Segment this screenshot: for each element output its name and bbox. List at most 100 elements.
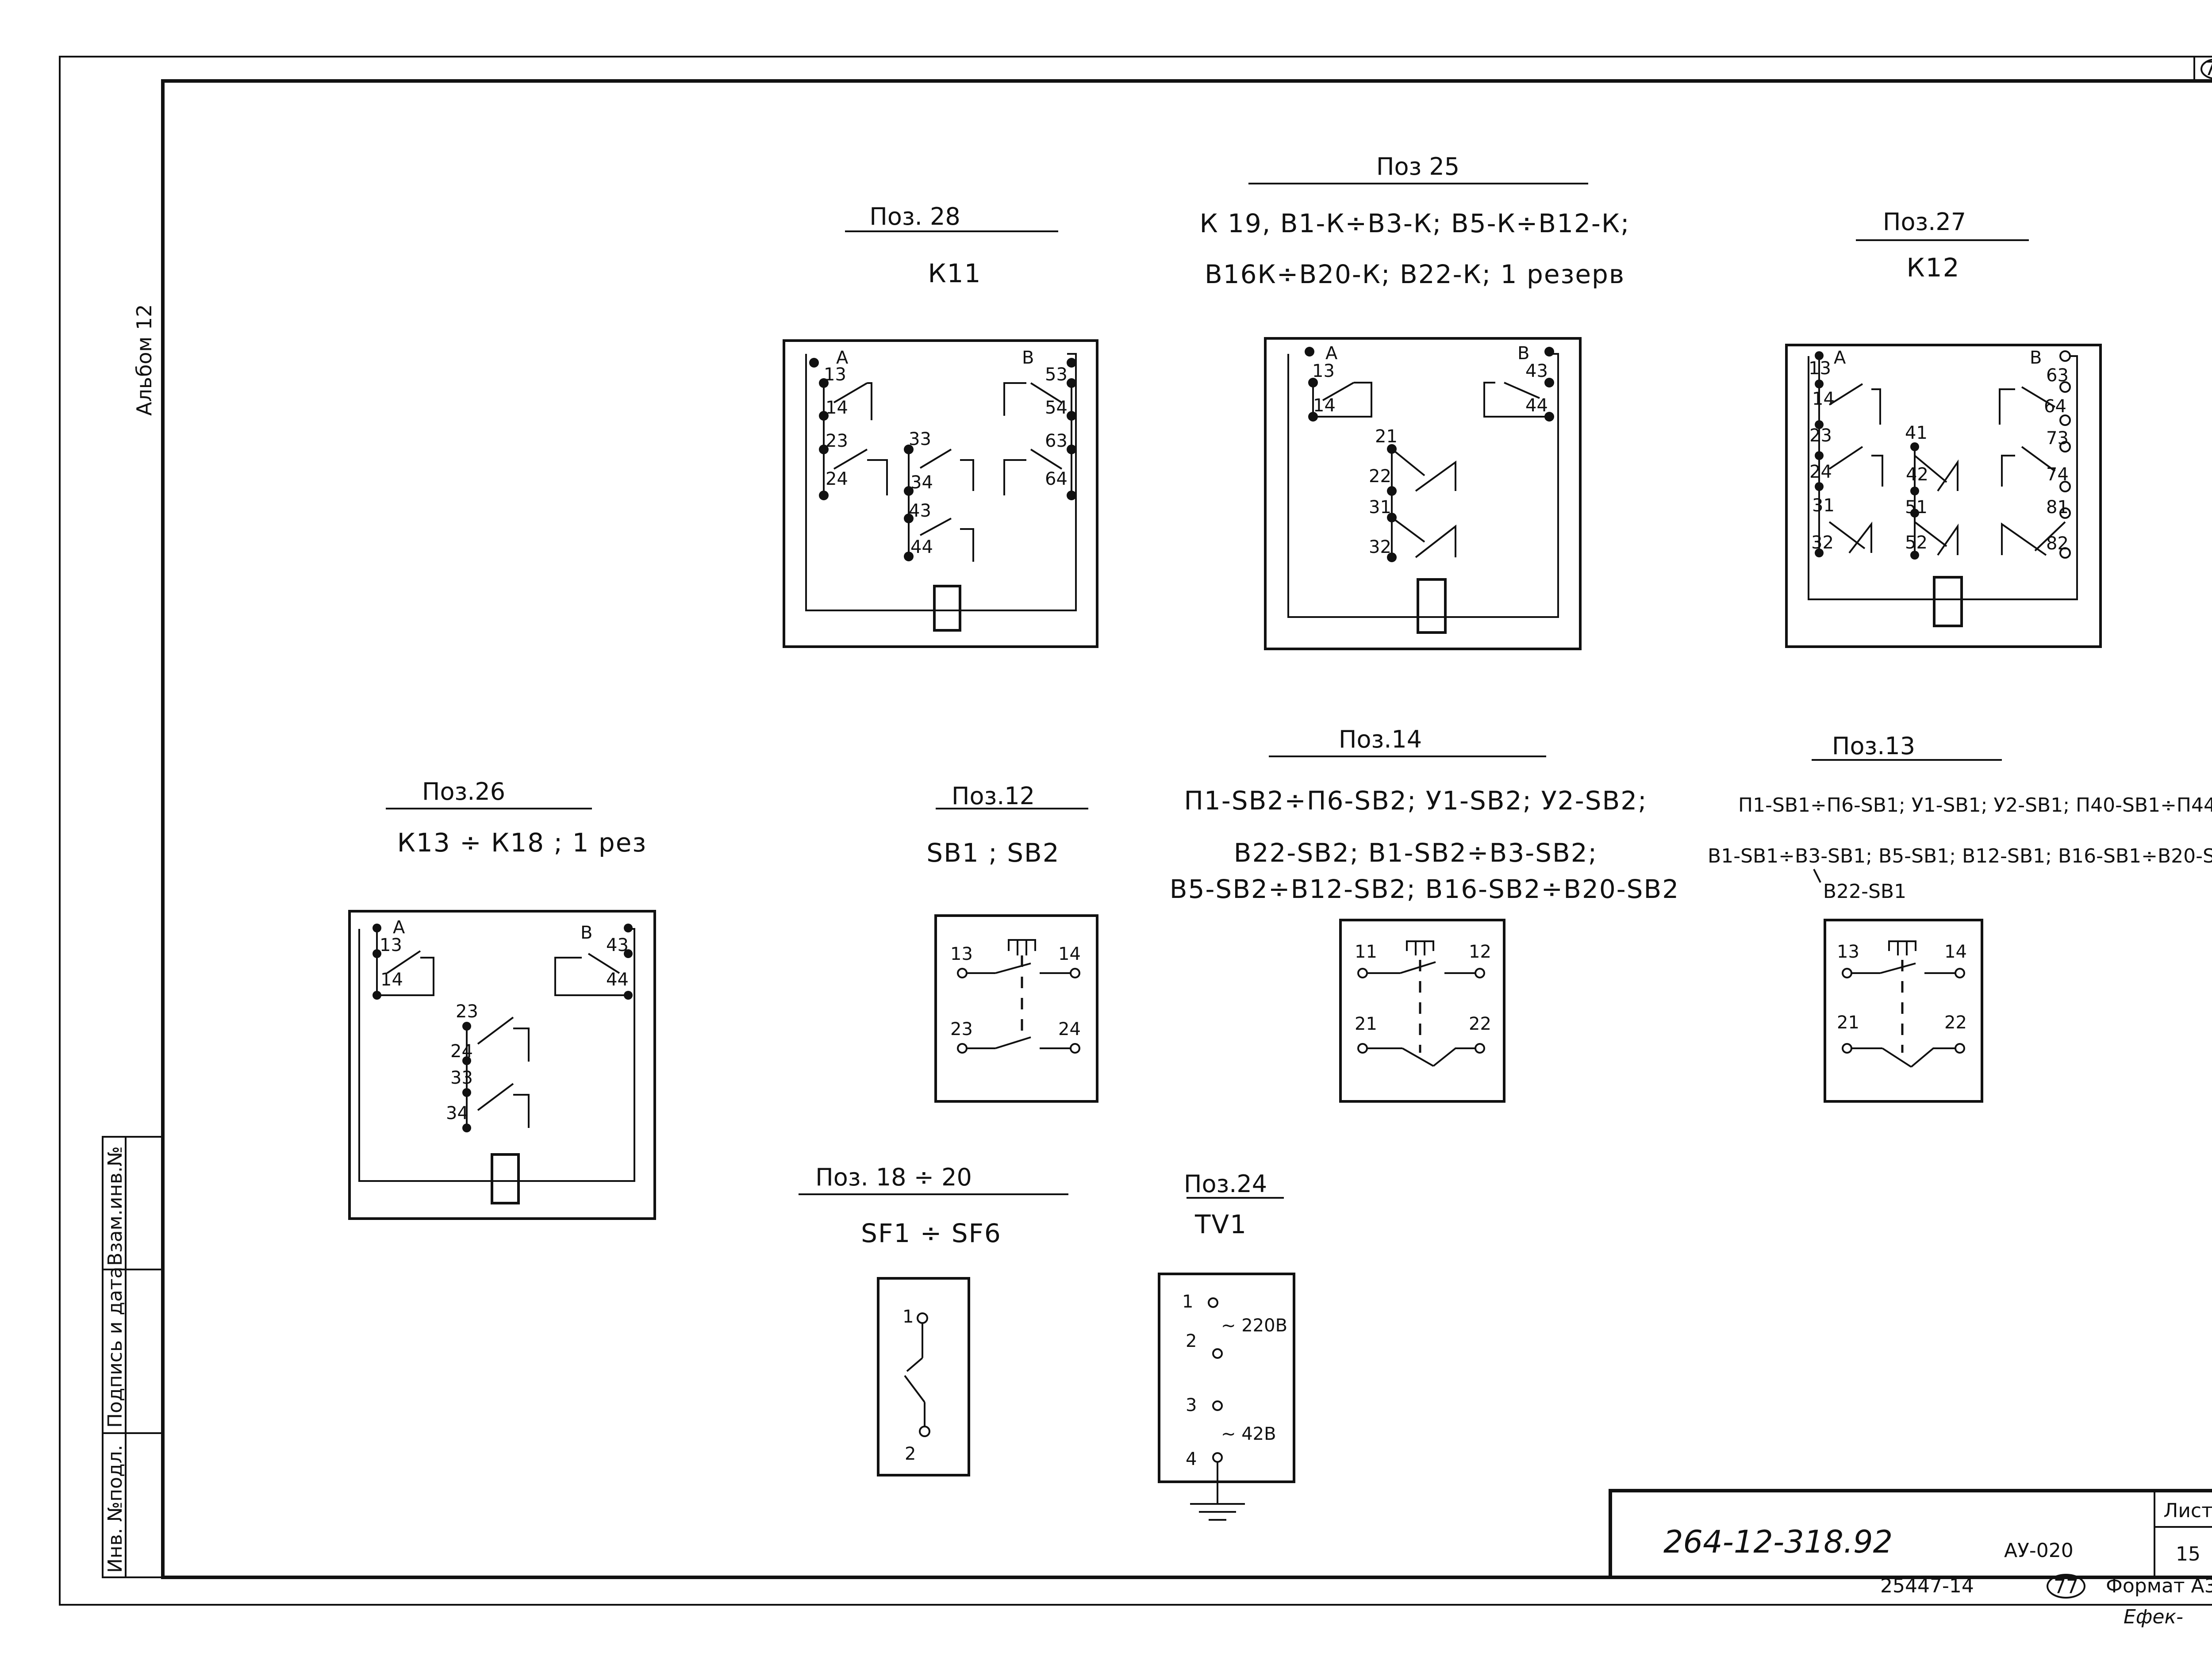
terminal-label: 21: [1375, 426, 1398, 447]
terminal-label: 21: [1837, 1012, 1859, 1033]
pos14-pushbutton: Поз.14 П1-SB2÷П6-SB2; У1-SB2; У2-SB2; В2…: [1170, 725, 1679, 1103]
pos28-relay-k11: Поз. 28 К11 А В 13 14 23 24 33 34 43 44: [783, 203, 1098, 648]
document-code: 264-12-318.92: [1663, 1524, 1893, 1560]
terminal-label: 23: [950, 1019, 973, 1039]
terminal-label: 52: [1905, 533, 1928, 553]
terminal-label: В: [580, 923, 592, 943]
terminal-label: 64: [1045, 469, 1068, 489]
terminal-label: 63: [1045, 431, 1068, 451]
terminal-label: 2: [1186, 1331, 1197, 1351]
outer-border: [59, 56, 2212, 1606]
terminal-label: 44: [910, 537, 933, 557]
terminal-label: А: [836, 348, 849, 368]
pos27-designation: К12: [1907, 253, 1960, 283]
top-sheet-number: 76: [2204, 58, 2212, 80]
terminal-label: 13: [1312, 361, 1335, 381]
terminal-label: 31: [1812, 495, 1835, 516]
terminal-label: А: [1834, 348, 1846, 368]
terminal-label: В: [1022, 348, 1034, 368]
terminal-label: 43: [909, 501, 931, 521]
terminal-label: 73: [2046, 428, 2069, 449]
terminal-label: А: [393, 917, 405, 938]
sheet-frame: 76 Альбом 12: [59, 56, 2212, 1606]
pos18-title: Поз. 18 ÷ 20: [815, 1163, 972, 1191]
terminal-label: 43: [1525, 361, 1548, 381]
terminal-label: 13: [824, 364, 846, 385]
terminal-label: 24: [1809, 462, 1832, 482]
terminal-label: 14: [1944, 942, 1967, 962]
top-sheet-circle: [2200, 58, 2212, 80]
terminal-label: 14: [1812, 389, 1835, 409]
stamp-signature-date: Подпись и дата: [104, 1267, 127, 1428]
terminal-label: 54: [1045, 398, 1068, 418]
pos28-designation: К11: [928, 258, 982, 288]
pos27-relay-k12: Поз.27 К12 А В 13 14 23 24 31 32 41 42: [1785, 208, 2102, 648]
inner-border: [161, 79, 2212, 1579]
signature-scribble: Ефек-: [2124, 1606, 2183, 1628]
terminal-label: 34: [446, 1103, 469, 1124]
secondary-voltage: ~ 42В: [1221, 1424, 1276, 1444]
title-block: 264-12-318.92 АУ-020 Лист 15 25447-14 77…: [1609, 1489, 2212, 1628]
terminal-label: 32: [1811, 533, 1834, 553]
pos26-title: Поз.26: [422, 778, 505, 805]
terminal-label: 1: [902, 1307, 914, 1327]
terminal-label: 44: [606, 970, 629, 990]
terminal-label: А: [1325, 343, 1338, 364]
terminal-label: 44: [1525, 395, 1548, 416]
terminal-label: 43: [606, 935, 629, 955]
pos25-title: Поз 25: [1376, 153, 1459, 180]
terminal-label: 24: [450, 1041, 473, 1062]
terminal-label: 24: [826, 469, 848, 489]
pos12-designation: SB1 ; SB2: [926, 838, 1060, 868]
pos18-circuit-breaker: Поз. 18 ÷ 20 SF1 ÷ SF6 1 2: [799, 1163, 1068, 1476]
pos24-designation: TV1: [1194, 1209, 1247, 1239]
pos24-transformer: Поз.24 TV1 1 2 3 4 ~ 220В ~ 42В: [1158, 1170, 1295, 1521]
pos13-title: Поз.13: [1832, 732, 1915, 760]
pos13-line2: В1-SB1÷В3-SB1; В5-SB1; В12-SB1; В16-SB1÷…: [1708, 845, 2212, 867]
terminal-label: 12: [1469, 942, 1491, 962]
terminal-label: 11: [1355, 942, 1377, 962]
terminal-label: 63: [2046, 365, 2069, 386]
sheet-number: 15: [2176, 1543, 2200, 1565]
pos14-line3: В5-SB2÷В12-SB2; В16-SB2÷В20-SB2: [1170, 874, 1679, 904]
terminal-label: 53: [1045, 364, 1068, 385]
terminal-label: 51: [1905, 497, 1928, 518]
terminal-label: 2: [905, 1444, 916, 1464]
terminal-label: 21: [1355, 1014, 1377, 1034]
terminal-label: 4: [1186, 1449, 1197, 1469]
terminal-label: 22: [1369, 466, 1391, 487]
pos12-pushbutton: Поз.12 SB1 ; SB2 13 14 23 24: [926, 782, 1098, 1103]
pos13-pushbutton: Поз.13 П1-SB1÷П6-SB1; У1-SB1; У2-SB1; П4…: [1708, 732, 2212, 1103]
pos14-line1: П1-SB2÷П6-SB2; У1-SB2; У2-SB2;: [1184, 786, 1647, 816]
inventory-number: 25447-14: [1880, 1575, 1974, 1597]
album-label: Альбом 12: [132, 304, 156, 416]
bottom-circle: [2047, 1574, 2085, 1599]
pos25-relay-group: Поз 25 К 19, В1-К÷В3-К; В5-К÷В12-К; В16К…: [1199, 153, 1630, 650]
terminal-label: 14: [380, 970, 403, 990]
sheet-label: Лист: [2163, 1499, 2212, 1522]
terminal-label: 33: [450, 1068, 473, 1088]
terminal-label: 42: [1906, 464, 1928, 485]
terminal-label: 22: [1469, 1014, 1491, 1034]
pos27-title: Поз.27: [1883, 208, 1966, 236]
terminal-label: 1: [1182, 1292, 1193, 1312]
left-stamp: Инв. №подл. Подпись и дата Взам.инв.№: [102, 1136, 164, 1578]
terminal-label: 23: [826, 431, 848, 451]
pos13-line3: В22-SB1: [1823, 880, 1906, 903]
pos18-designation: SF1 ÷ SF6: [861, 1218, 1002, 1248]
terminal-label: 24: [1058, 1019, 1081, 1039]
bottom-circle-number: 77: [2054, 1576, 2078, 1598]
pos26-designation: К13 ÷ К18 ; 1 рез: [397, 828, 647, 858]
pos25-line2: В16К÷В20-К; В22-К; 1 резерв: [1205, 259, 1625, 289]
stamp-vzam-inv: Взам.инв.№: [104, 1146, 127, 1266]
terminal-label: 23: [456, 1001, 478, 1022]
terminal-label: 81: [2046, 497, 2069, 518]
terminal-label: 33: [909, 429, 931, 449]
pos14-title: Поз.14: [1339, 725, 1422, 753]
section-code: АУ-020: [2004, 1539, 2074, 1562]
terminal-label: 3: [1186, 1395, 1197, 1415]
terminal-label: 13: [1837, 942, 1859, 962]
pos25-line1: К 19, В1-К÷В3-К; В5-К÷В12-К;: [1199, 208, 1630, 238]
pos28-title: Поз. 28: [869, 203, 960, 230]
